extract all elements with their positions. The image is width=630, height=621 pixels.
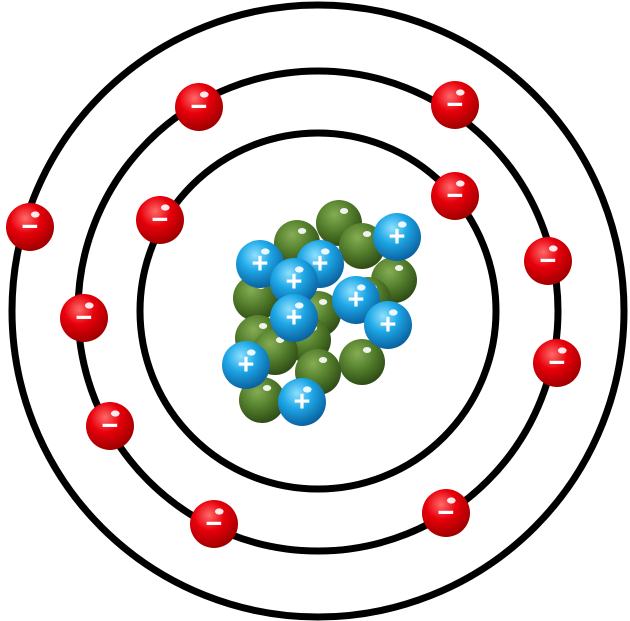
proton-ball [270, 258, 318, 306]
electron-symbol: − [447, 180, 464, 212]
inner-orbit [136, 129, 500, 493]
electron-ball [190, 500, 238, 548]
proton-symbol: + [252, 248, 269, 280]
electron-ball [422, 489, 470, 537]
electron: − [136, 196, 184, 244]
proton-symbol: + [238, 349, 255, 381]
electron-highlight [548, 245, 558, 252]
proton-highlight [320, 248, 330, 255]
electron: − [524, 237, 572, 285]
electron: − [431, 172, 479, 220]
proton-ball [364, 301, 412, 349]
proton: + [278, 378, 326, 426]
electron-symbol: − [540, 245, 557, 277]
neutron-highlight [297, 228, 307, 235]
proton-symbol: + [286, 266, 303, 298]
proton-ball [222, 341, 270, 389]
neutron [339, 339, 385, 385]
electron-highlight [455, 180, 465, 187]
electron-symbol: − [447, 89, 464, 121]
neutron-ball [339, 339, 385, 385]
proton-highlight [388, 309, 398, 316]
electron: − [60, 294, 108, 342]
electron: − [431, 81, 479, 129]
nucleus: + + + + + + + + + [222, 200, 421, 426]
proton-ball [373, 213, 421, 261]
neutron-highlight [339, 208, 349, 215]
electron-highlight [557, 347, 567, 354]
electron: − [190, 500, 238, 548]
electron-highlight [30, 211, 40, 218]
neutron-highlight [362, 347, 372, 354]
electron-symbol: − [191, 91, 208, 123]
proton: + [222, 341, 270, 389]
electron-highlight [455, 89, 465, 96]
proton-highlight [397, 221, 407, 228]
proton-symbol: + [312, 248, 329, 280]
electron-highlight [110, 410, 120, 417]
orbits [8, 1, 628, 621]
proton-symbol: + [286, 302, 303, 334]
electron-ball [431, 81, 479, 129]
electron-ball [6, 203, 54, 251]
electron-highlight [199, 91, 209, 98]
proton-highlight [294, 266, 304, 273]
electron-ball [175, 83, 223, 131]
electron-symbol: − [206, 508, 223, 540]
proton-highlight [356, 284, 366, 291]
electron-symbol: − [22, 211, 39, 243]
electron-highlight [84, 302, 94, 309]
electron: − [533, 339, 581, 387]
proton-highlight [260, 248, 270, 255]
proton: + [270, 294, 318, 342]
outer-orbit [8, 1, 628, 621]
proton: + [364, 301, 412, 349]
proton: + [373, 213, 421, 261]
proton-symbol: + [380, 309, 397, 341]
proton: + [270, 258, 318, 306]
electron-highlight [214, 508, 224, 515]
electron-symbol: − [152, 204, 169, 236]
electron-ball [60, 294, 108, 342]
electron-ball [431, 172, 479, 220]
electron-ball [86, 402, 134, 450]
electron-ball [533, 339, 581, 387]
neutron-highlight [258, 323, 268, 330]
electron-ball [136, 196, 184, 244]
electron: − [86, 402, 134, 450]
electron: − [6, 203, 54, 251]
electron-symbol: − [102, 410, 119, 442]
neutron-highlight [318, 299, 328, 306]
proton-symbol: + [389, 221, 406, 253]
electron-symbol: − [76, 302, 93, 334]
electron-symbol: − [438, 497, 455, 529]
neutron-highlight [394, 265, 404, 272]
electron-ball [524, 237, 572, 285]
proton-symbol: + [294, 386, 311, 418]
proton-ball [278, 378, 326, 426]
neutron-highlight [262, 385, 272, 392]
proton-ball [270, 294, 318, 342]
proton-highlight [246, 349, 256, 356]
electron-highlight [446, 497, 456, 504]
proton-highlight [294, 302, 304, 309]
neutron-highlight [362, 231, 372, 238]
proton-highlight [302, 386, 312, 393]
electron-highlight [160, 204, 170, 211]
neutron-highlight [318, 357, 328, 364]
proton-symbol: + [348, 284, 365, 316]
electrons: − − − − − − − − − − − [6, 81, 581, 548]
electron: − [422, 489, 470, 537]
electron: − [175, 83, 223, 131]
electron-symbol: − [549, 347, 566, 379]
